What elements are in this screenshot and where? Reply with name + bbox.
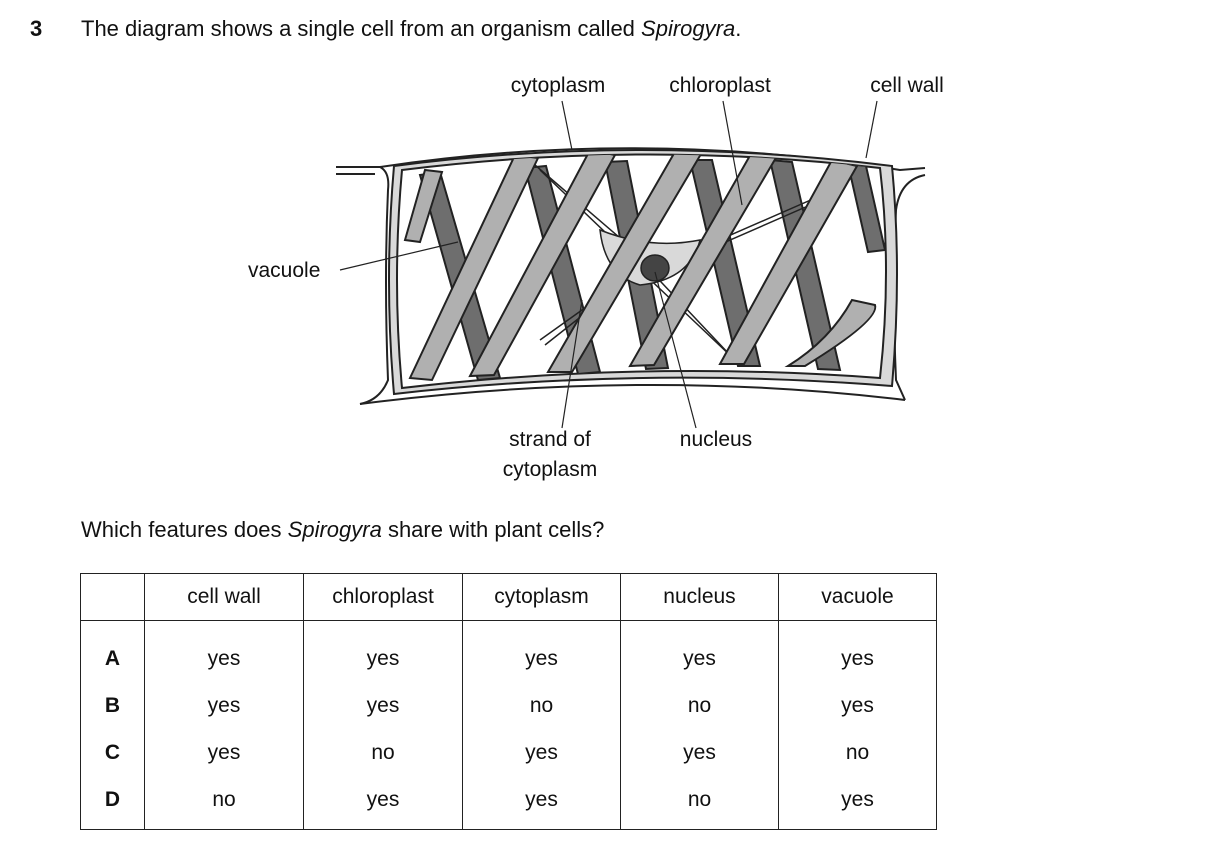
organism-name: Spirogyra [641,16,736,41]
question-text: The diagram shows a single cell from an … [81,16,741,42]
nucleus-shape [640,254,670,282]
table-cell: yes [620,620,779,682]
table-cell: yes [144,620,304,682]
table-cell: yes [303,682,463,729]
table-cell: no [303,729,463,776]
question-number: 3 [30,16,43,41]
table-row: B yes yes no no yes [80,682,937,729]
label-strand-of-cytoplasm: strand of cytoplasm [503,425,598,485]
label-vacuole: vacuole [248,259,321,282]
label-nucleus: nucleus [679,428,753,451]
option-label: C [80,729,145,776]
spirogyra-cell-diagram [336,100,926,429]
header-chloroplast: chloroplast [303,573,463,621]
label-strand-line-2: cytoplasm [502,458,598,481]
table-cell: yes [778,776,937,830]
table-row: C yes no yes yes no [80,729,937,776]
option-label: B [80,682,145,729]
table-cell: yes [303,776,463,830]
table-cell: yes [778,682,937,729]
prompt-organism: Spirogyra [287,517,382,542]
option-label: D [80,776,145,830]
table-header-row: cell wall chloroplast cytoplasm nucleus … [80,573,937,621]
answer-table: cell wall chloroplast cytoplasm nucleus … [80,573,937,830]
table-row: D no yes yes no yes [80,776,937,830]
header-nucleus: nucleus [620,573,779,621]
question-prompt: Which features does Spirogyra share with… [81,517,604,543]
question-text-after: . [735,16,742,41]
prompt-after: share with plant cells? [381,517,605,542]
option-label: A [80,620,145,682]
header-vacuole: vacuole [778,573,937,621]
label-chloroplast: chloroplast [669,74,771,97]
label-strand-line-1: strand of [509,428,591,451]
table-cell: yes [462,729,621,776]
table-row: A yes yes yes yes yes [80,620,937,682]
prompt-before: Which features does [81,517,288,542]
table-cell: yes [462,776,621,830]
table-cell: yes [303,620,463,682]
table-cell: no [620,682,779,729]
table-cell: yes [620,729,779,776]
chloroplast-front-ribbons [403,154,877,382]
table-cell: yes [144,729,304,776]
table-cell: no [620,776,779,830]
table-cell: yes [462,620,621,682]
label-cell-wall: cell wall [870,74,944,97]
table-cell: no [778,729,937,776]
leader-lines [339,100,878,429]
table-cell: yes [144,682,304,729]
table-cell: yes [778,620,937,682]
table-cell: no [462,682,621,729]
header-cell-wall: cell wall [144,573,304,621]
question-text-before: The diagram shows a single cell from an … [81,16,642,41]
label-cytoplasm: cytoplasm [510,74,606,97]
header-cytoplasm: cytoplasm [462,573,621,621]
table-cell: no [144,776,304,830]
header-blank [80,573,145,621]
